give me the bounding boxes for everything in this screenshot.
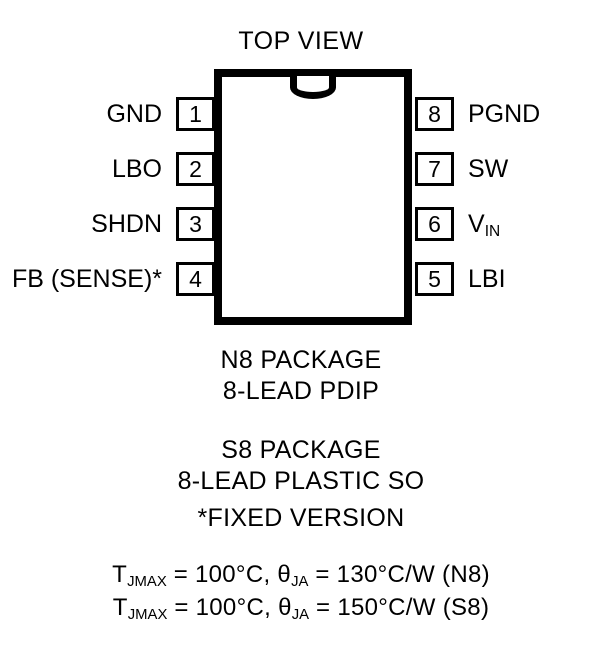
theta-subscript-s8: JA <box>291 607 310 624</box>
theta-value-s8: = 150°C/W (S8) <box>309 594 490 621</box>
pin-label-vin-base: V <box>468 209 485 238</box>
theta-base-n8: θ <box>277 561 292 588</box>
pin-row-1: GND 1 <box>0 97 222 131</box>
tjmax-base-s8: T <box>112 594 128 621</box>
pin-label-shdn: SHDN <box>91 209 162 238</box>
pin-label-lbo: LBO <box>111 154 162 183</box>
package-n8-type: 8-LEAD PDIP <box>222 377 380 405</box>
package-s8-name: S8 PACKAGE <box>221 436 381 464</box>
theta-subscript-n8: JA <box>291 574 309 591</box>
tjmax-value-s8: = 100°C, <box>167 594 279 621</box>
page-title: TOP VIEW <box>238 27 364 55</box>
package-n8-name: N8 PACKAGE <box>220 346 382 374</box>
pin-number-7: 7 <box>415 152 454 186</box>
pin-label-vin: VIN <box>468 209 501 240</box>
pin-number-1: 1 <box>176 97 215 131</box>
pin-label-lbi: LBI <box>468 264 506 293</box>
pin-row-5: 5 LBI <box>404 262 602 296</box>
thermal-specifications: TJMAX = 100°C, θJA = 130°C/W (N8) TJMAX … <box>0 560 602 626</box>
tjmax-subscript-n8: JMAX <box>127 574 167 591</box>
package-body-outline <box>214 69 412 325</box>
pin-label-pgnd: PGND <box>468 99 541 128</box>
package-n8-caption: N8 PACKAGE 8-LEAD PDIP <box>0 345 602 407</box>
pin-number-2: 2 <box>176 152 215 186</box>
fixed-version-note: *FIXED VERSION <box>197 504 405 532</box>
thermal-line-s8: TJMAX = 100°C, θJA = 150°C/W (S8) <box>0 593 602 626</box>
pin-number-6: 6 <box>415 207 454 241</box>
pin-label-sw: SW <box>468 154 509 183</box>
theta-value-n8: = 130°C/W (N8) <box>308 561 490 588</box>
package-s8-caption: S8 PACKAGE 8-LEAD PLASTIC SO <box>0 435 602 497</box>
pin-row-6: 6 VIN <box>404 207 602 241</box>
tjmax-subscript-s8: JMAX <box>127 607 168 624</box>
pin-label-vin-subscript: IN <box>484 222 501 240</box>
thermal-line-n8: TJMAX = 100°C, θJA = 130°C/W (N8) <box>0 560 602 593</box>
pin-number-3: 3 <box>176 207 215 241</box>
pin-number-5: 5 <box>415 262 454 296</box>
package-s8-type: 8-LEAD PLASTIC SO <box>177 467 425 495</box>
pin-label-gnd: GND <box>106 99 162 128</box>
pin-row-8: 8 PGND <box>404 97 602 131</box>
pin-row-3: SHDN 3 <box>0 207 222 241</box>
tjmax-value-n8: = 100°C, <box>166 561 278 588</box>
pin-label-fb-sense: FB (SENSE)* <box>11 264 162 293</box>
pin-number-8: 8 <box>415 97 454 131</box>
pin-row-4: FB (SENSE)* 4 <box>0 262 222 296</box>
notch-semicircle-icon <box>290 76 336 99</box>
pin-row-2: LBO 2 <box>0 152 222 186</box>
theta-base-s8: θ <box>278 594 292 621</box>
pin-row-7: 7 SW <box>404 152 602 186</box>
pin-number-4: 4 <box>176 262 215 296</box>
tjmax-base-n8: T <box>112 561 128 588</box>
